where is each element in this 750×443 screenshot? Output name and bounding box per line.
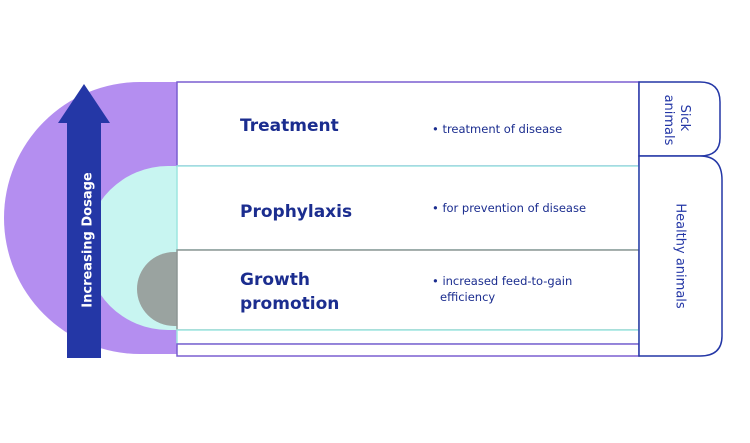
growth-semicircle <box>137 252 178 326</box>
tier-title-prophylaxis: Prophylaxis <box>240 202 352 222</box>
bottom-strip <box>176 329 640 345</box>
tier-desc-treatment: • treatment of disease <box>432 122 562 136</box>
increasing-dosage-label: Increasing Dosage <box>81 172 96 308</box>
tier-title-growth-promotion: Growth promotion <box>240 270 339 314</box>
tier-title-treatment: Treatment <box>240 116 339 136</box>
sick-animals-label: Sick animals <box>661 95 692 146</box>
treatment-box <box>176 81 640 167</box>
tier-desc-growth-promotion: • increased feed-to-gain efficiency <box>432 274 576 304</box>
healthy-animals-label: Healthy animals <box>673 203 688 309</box>
tier-desc-prophylaxis: • for prevention of disease <box>432 201 586 215</box>
prophylaxis-box <box>176 165 640 251</box>
base-strip <box>176 343 640 357</box>
growth-promotion-box <box>176 249 640 331</box>
increasing-dosage-arrow: Increasing Dosage <box>58 84 110 358</box>
healthy-animals-bracket <box>638 155 723 357</box>
